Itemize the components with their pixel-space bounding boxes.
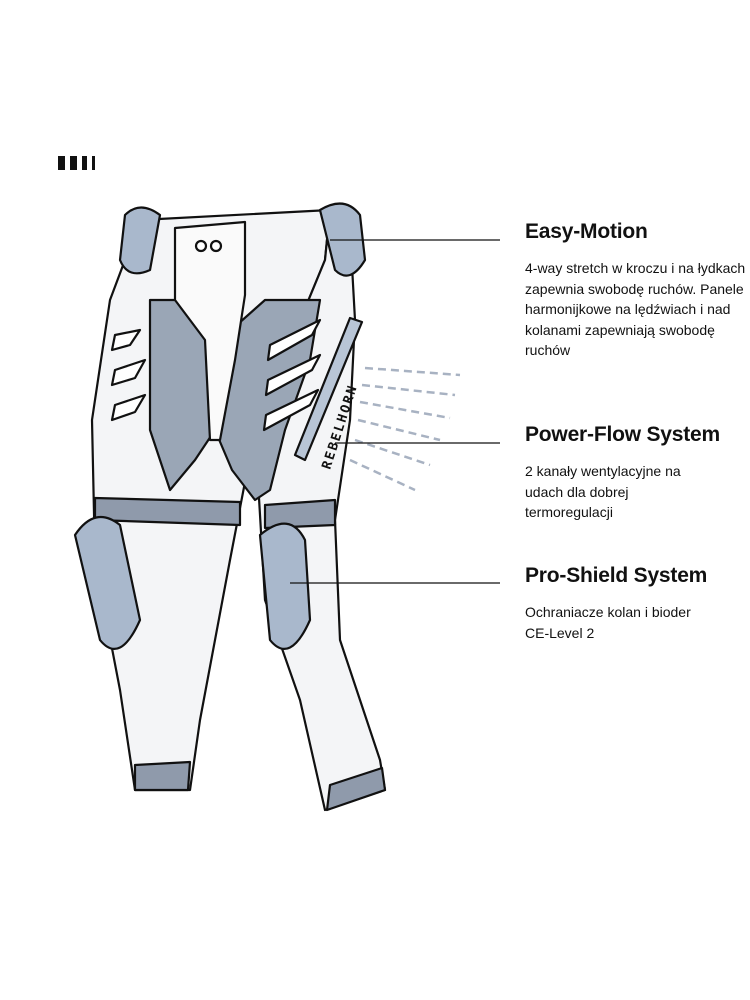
feature-title: Easy-Motion [525, 220, 648, 243]
vent-zipper [293, 316, 364, 462]
feature-title: Pro-Shield System [525, 564, 708, 587]
cuff-left [133, 760, 192, 792]
feature-description: 4-way stretch w kroczu i na łydkach zape… [525, 260, 746, 358]
feature-power-flow: Power-Flow System 2 kanały wentylacyjne … [525, 423, 750, 523]
feature-description: 2 kanały wentylacyjne na udach dla dobre… [525, 463, 681, 520]
knee-accordion-right [263, 498, 337, 530]
brand-mark-bars [58, 156, 95, 170]
feature-title: Power-Flow System [525, 423, 720, 446]
knee-armor-right [258, 522, 312, 650]
cuff-right [325, 766, 387, 812]
feature-easy-motion: Easy-Motion 4-way stretch w kroczu i na … [525, 220, 750, 361]
feature-pro-shield: Pro-Shield System Ochraniacze kolan i bi… [525, 564, 750, 643]
fly-panel [173, 220, 247, 442]
feature-description: Ochraniacze kolan i bioder CE-Level 2 [525, 604, 691, 641]
knee-armor-left [73, 515, 142, 650]
knee-accordion-left [93, 496, 242, 527]
airflow-lines [349, 366, 461, 492]
hip-armor-left [118, 206, 162, 275]
